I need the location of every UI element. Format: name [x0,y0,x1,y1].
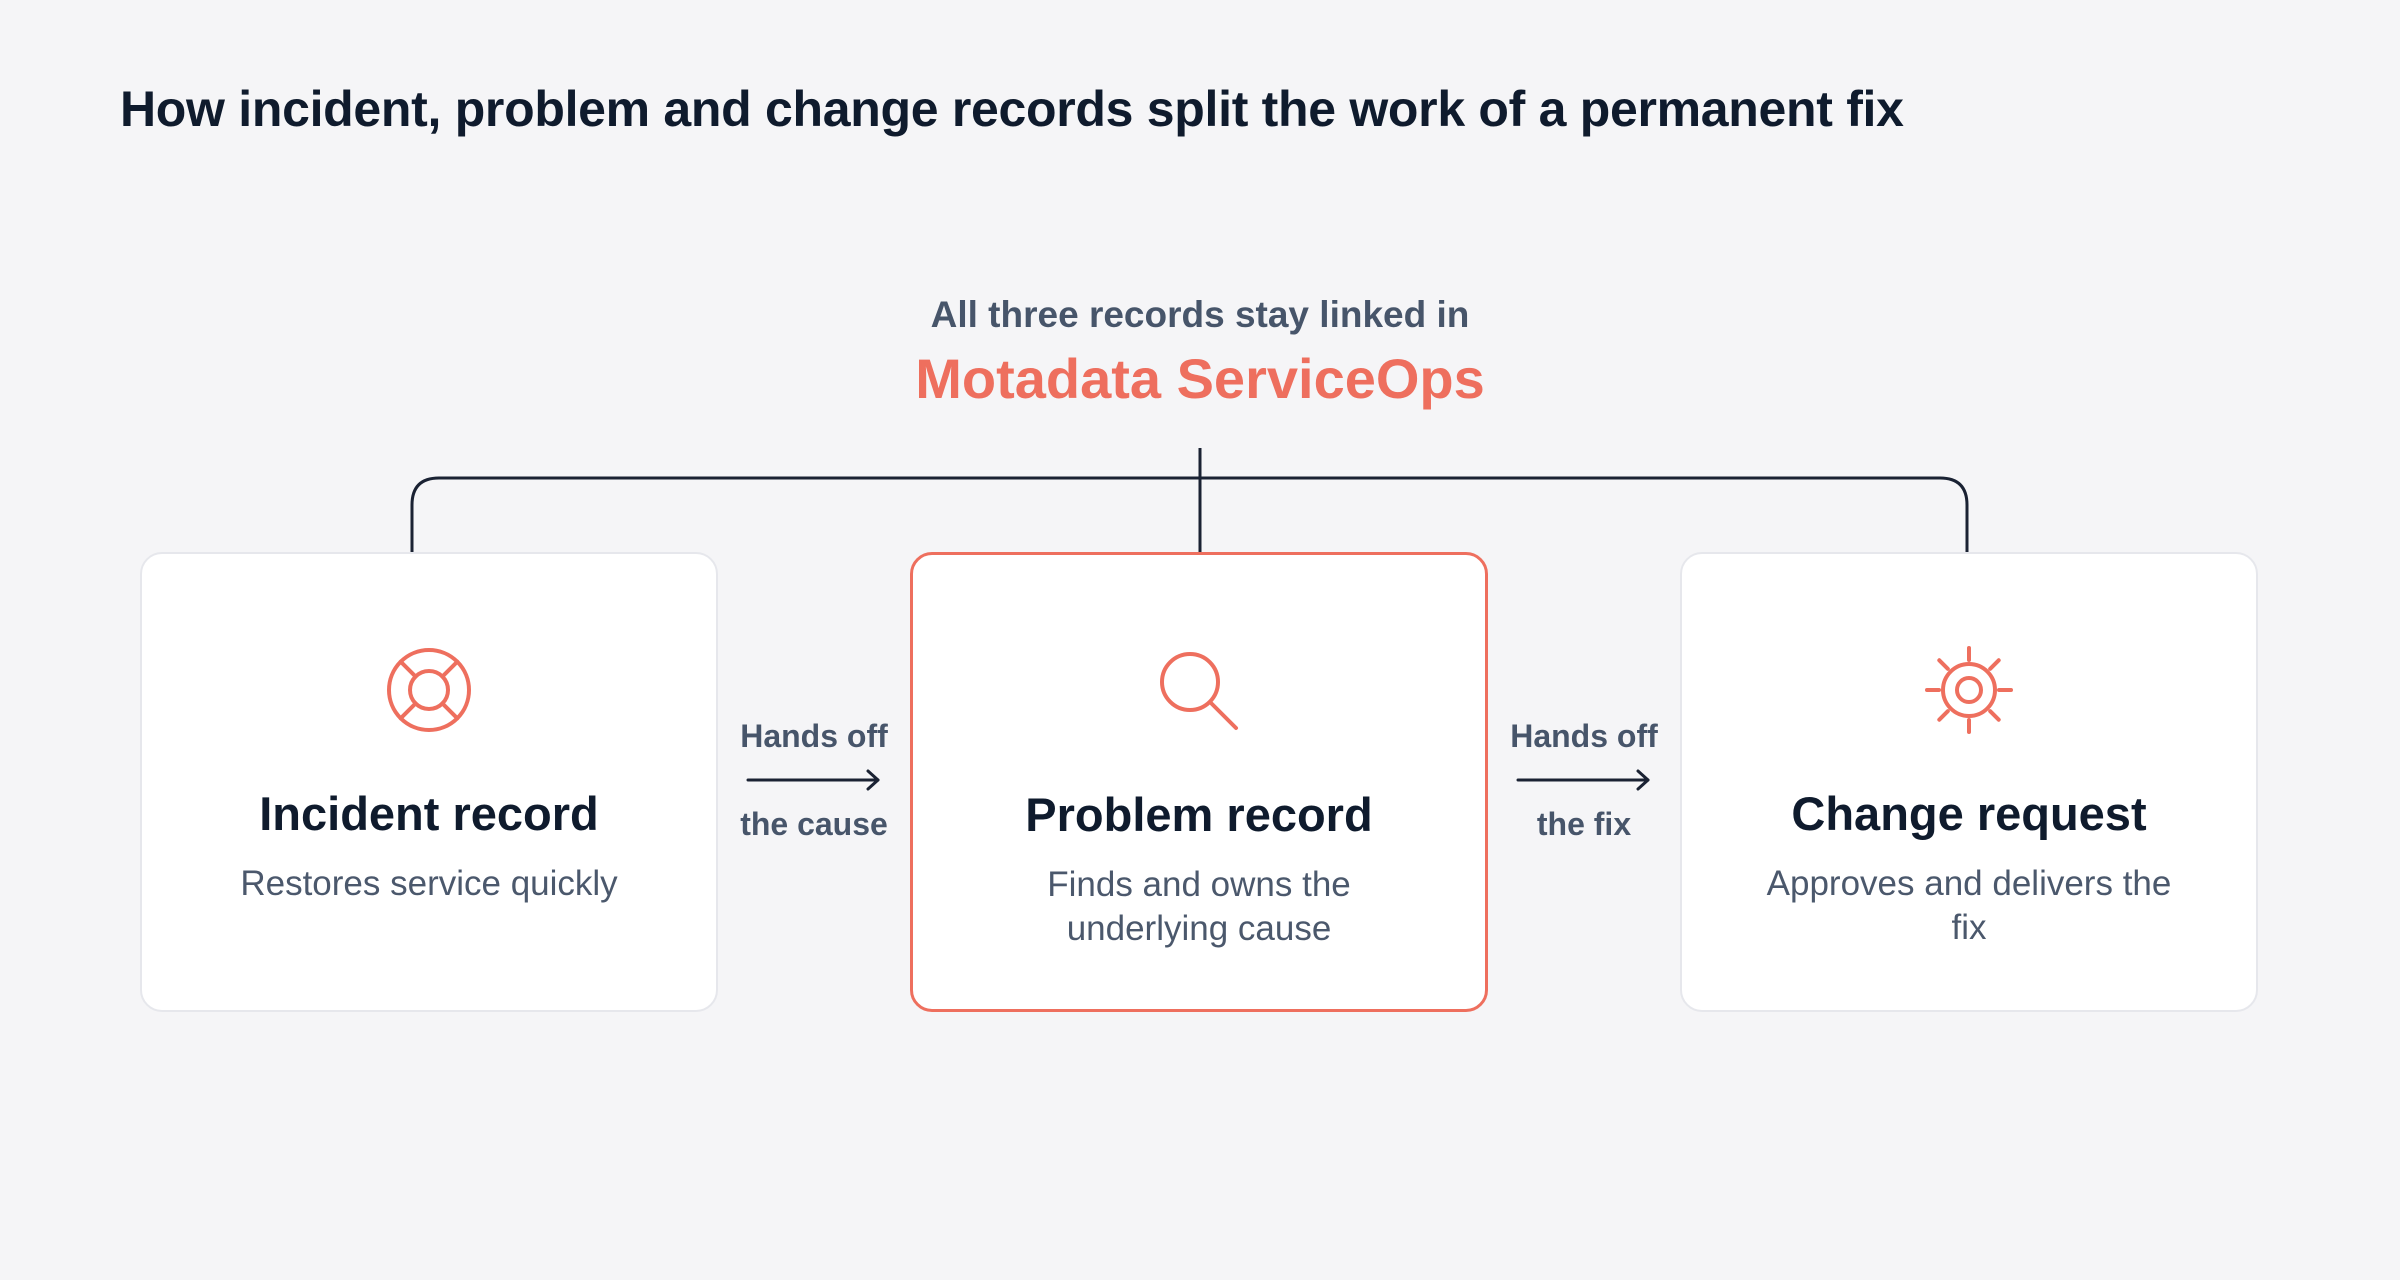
handoff-label: Hands off [740,718,888,754]
handoff-cause: Hands off the cause [734,712,894,848]
handoff-label: Hands off [1510,718,1658,754]
card-title: Change request [1791,787,2147,840]
card-description: Restores service quickly [240,864,618,903]
page-title: How incident, problem and change records… [120,81,1904,137]
hub-brand: Motadata ServiceOps [915,347,1485,410]
handoff-object: the fix [1536,806,1632,842]
card-incident-record: Incident record Restores service quickly [140,552,718,1012]
card-description: Approves and delivers the fix [1766,864,2172,947]
magnifier-icon [913,641,1485,741]
card-description: Finds and owns the underlying cause [1047,865,1351,948]
connector-bracket [410,476,1969,552]
hub-subtitle: All three records stay linked in [930,294,1470,335]
card-problem-record: Problem record Finds and owns the underl… [910,552,1488,1012]
card-change-request: Change request Approves and delivers the… [1680,552,2258,1012]
arrow-right-icon [734,760,894,800]
gear-icon [1682,640,2256,740]
lifebuoy-icon [142,640,716,740]
card-title: Incident record [259,787,599,840]
handoff-fix: Hands off the fix [1504,712,1664,848]
card-title: Problem record [1025,788,1373,841]
handoff-object: the cause [740,806,888,842]
arrow-right-icon [1504,760,1664,800]
